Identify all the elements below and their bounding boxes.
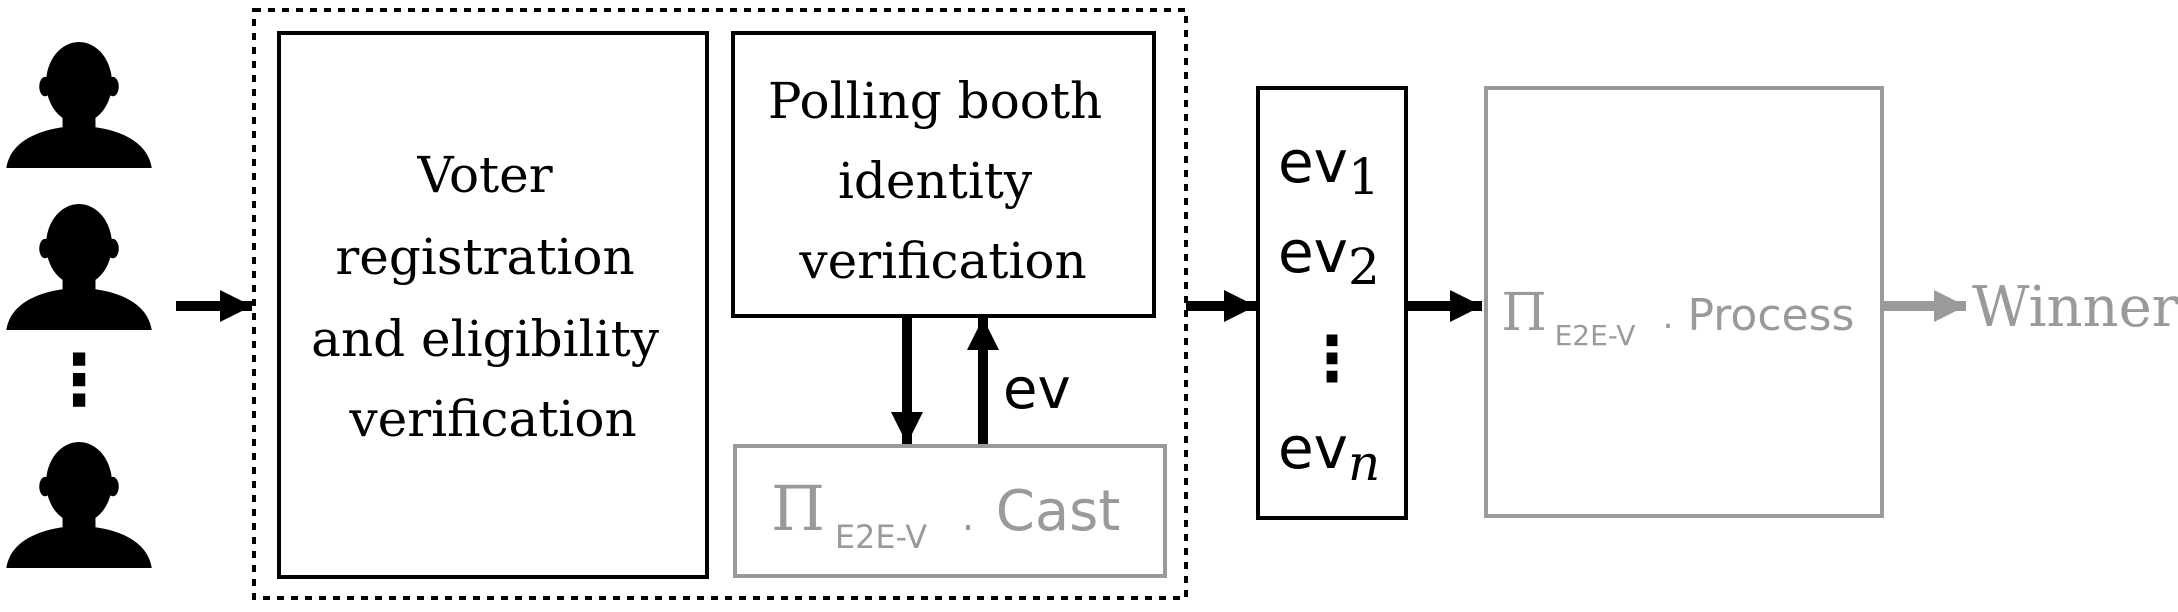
registration-line-2: registration — [335, 228, 634, 286]
registration-box — [277, 31, 709, 579]
ballot-list: ev1 ev2 ⋮ evn — [1278, 128, 1380, 492]
registration-line-3: and eligibility — [311, 310, 660, 368]
cast-dot: . — [962, 494, 975, 540]
registration-region-dotted — [252, 8, 1188, 600]
polling-booth-box — [731, 31, 1156, 318]
voters-ellipsis: ⋮ — [44, 339, 114, 421]
ballot-item-n-base: ev — [1278, 414, 1348, 482]
cast-pi-symbol: Π — [771, 472, 825, 545]
process-box-label: Π E2E-V . Process — [1501, 283, 1854, 352]
process-label: Process — [1688, 290, 1855, 341]
process-pi-symbol: Π — [1501, 283, 1546, 343]
cast-subscript: E2E-V — [835, 518, 927, 556]
ballot-item-2: ev2 — [1278, 218, 1380, 296]
process-box — [1484, 86, 1884, 518]
booth-line-1: Polling booth — [768, 72, 1102, 130]
winner-label: Winner — [1972, 275, 2178, 340]
cast-box-label: Π E2E-V . Cast — [771, 472, 1120, 556]
ballot-item-1: ev1 — [1278, 128, 1380, 206]
ballot-item-n-sub: n — [1348, 434, 1380, 492]
booth-line-3: verification — [798, 232, 1086, 290]
process-dot: . — [1663, 297, 1674, 337]
ballot-item-1-base: ev — [1278, 128, 1348, 196]
voter-icon-2 — [6, 204, 152, 330]
process-subscript: E2E-V — [1555, 319, 1636, 352]
registration-box-label: Voter registration and eligibility verif… — [311, 146, 675, 448]
booth-line-2: identity — [838, 152, 1033, 210]
voter-icon-1 — [6, 42, 152, 168]
ballot-list-box — [1256, 86, 1408, 520]
ballot-ellipsis: ⋮ — [1301, 322, 1363, 395]
ballot-item-2-base: ev — [1278, 218, 1348, 286]
ballot-item-n: evn — [1278, 414, 1380, 492]
voters-group: ⋮ — [6, 42, 152, 568]
ev-arrow-label: ev — [1003, 357, 1071, 422]
ballot-item-1-sub: 1 — [1348, 148, 1380, 206]
registration-line-4: verification — [348, 390, 636, 448]
polling-booth-label: Polling booth identity verification — [768, 72, 1118, 290]
ballot-item-2-sub: 2 — [1348, 238, 1380, 296]
voter-icon-3 — [6, 442, 152, 568]
cast-label: Cast — [996, 479, 1121, 544]
cast-box — [733, 444, 1167, 578]
registration-line-1: Voter — [416, 146, 552, 204]
